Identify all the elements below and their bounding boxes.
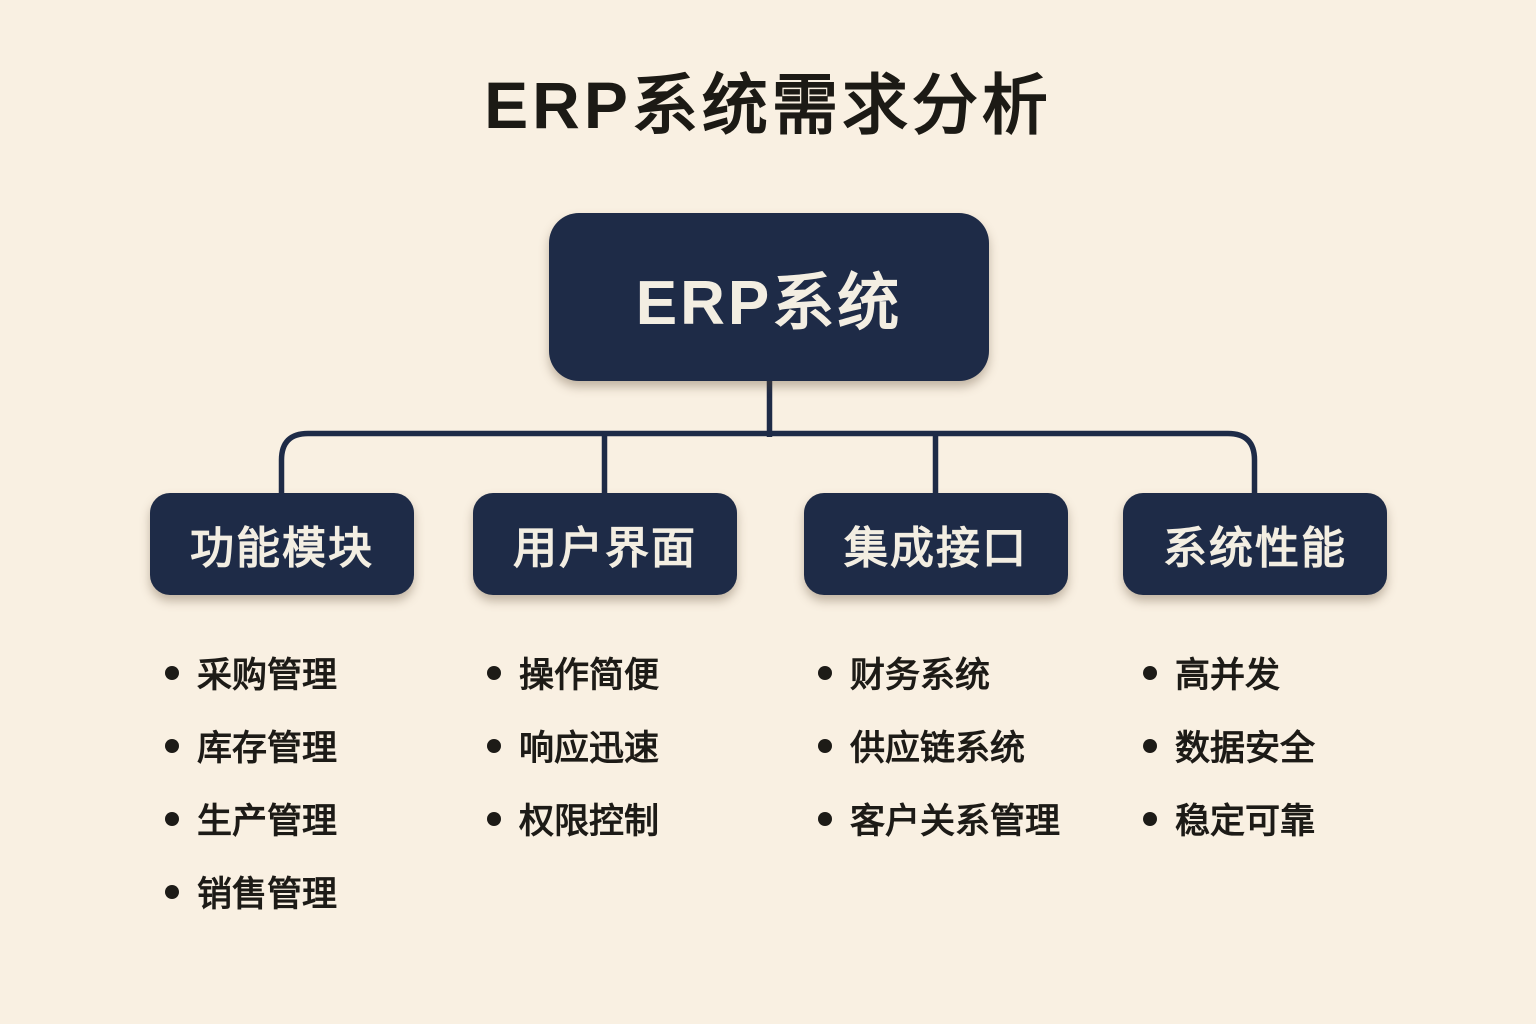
- list-item-label: 高并发: [1175, 656, 1281, 695]
- bullet-icon: [487, 665, 501, 680]
- branch-list-system-performance: 高并发 数据安全 稳定可靠: [1143, 636, 1315, 855]
- branch-node-user-interface: 用户界面: [473, 493, 737, 595]
- bullet-icon: [165, 884, 179, 899]
- branch-node-integration-interfaces: 集成接口: [804, 493, 1068, 595]
- list-item: 操作简便: [487, 636, 659, 709]
- bullet-icon: [818, 738, 832, 753]
- list-item-label: 权限控制: [519, 802, 660, 841]
- list-item: 生产管理: [165, 782, 337, 855]
- list-item: 客户关系管理: [818, 782, 1060, 855]
- branch-list-user-interface: 操作简便 响应迅速 权限控制: [487, 636, 659, 855]
- list-item: 数据安全: [1143, 709, 1315, 782]
- connector-rail: [278, 430, 1258, 496]
- list-item-label: 库存管理: [197, 729, 338, 768]
- list-item-label: 销售管理: [197, 875, 338, 914]
- list-item-label: 供应链系统: [850, 729, 1026, 768]
- bullet-icon: [818, 665, 832, 680]
- bullet-icon: [818, 811, 832, 826]
- list-item-label: 采购管理: [197, 656, 338, 695]
- list-item: 销售管理: [165, 855, 337, 928]
- list-item-label: 操作简便: [519, 656, 660, 695]
- branch-list-function-modules: 采购管理 库存管理 生产管理 销售管理: [165, 636, 337, 928]
- list-item-label: 稳定可靠: [1175, 802, 1316, 841]
- list-item: 稳定可靠: [1143, 782, 1315, 855]
- bullet-icon: [165, 738, 179, 753]
- list-item: 高并发: [1143, 636, 1315, 709]
- bullet-icon: [165, 811, 179, 826]
- list-item: 响应迅速: [487, 709, 659, 782]
- branch-list-integration-interfaces: 财务系统 供应链系统 客户关系管理: [818, 636, 1060, 855]
- list-item-label: 财务系统: [850, 656, 991, 695]
- bullet-icon: [1143, 665, 1157, 680]
- bullet-icon: [165, 665, 179, 680]
- bullet-icon: [1143, 811, 1157, 826]
- list-item: 财务系统: [818, 636, 1060, 709]
- list-item: 权限控制: [487, 782, 659, 855]
- list-item-label: 数据安全: [1175, 729, 1316, 768]
- page-title: ERP系统需求分析: [484, 68, 1052, 142]
- list-item: 采购管理: [165, 636, 337, 709]
- list-item-label: 客户关系管理: [850, 802, 1061, 841]
- bullet-icon: [487, 811, 501, 826]
- list-item-label: 响应迅速: [519, 729, 660, 768]
- branch-node-system-performance: 系统性能: [1123, 493, 1387, 595]
- list-item-label: 生产管理: [197, 802, 338, 841]
- list-item: 库存管理: [165, 709, 337, 782]
- bullet-icon: [1143, 738, 1157, 753]
- bullet-icon: [487, 738, 501, 753]
- list-item: 供应链系统: [818, 709, 1060, 782]
- branch-node-function-modules: 功能模块: [150, 493, 414, 595]
- root-node: ERP系统: [549, 213, 989, 381]
